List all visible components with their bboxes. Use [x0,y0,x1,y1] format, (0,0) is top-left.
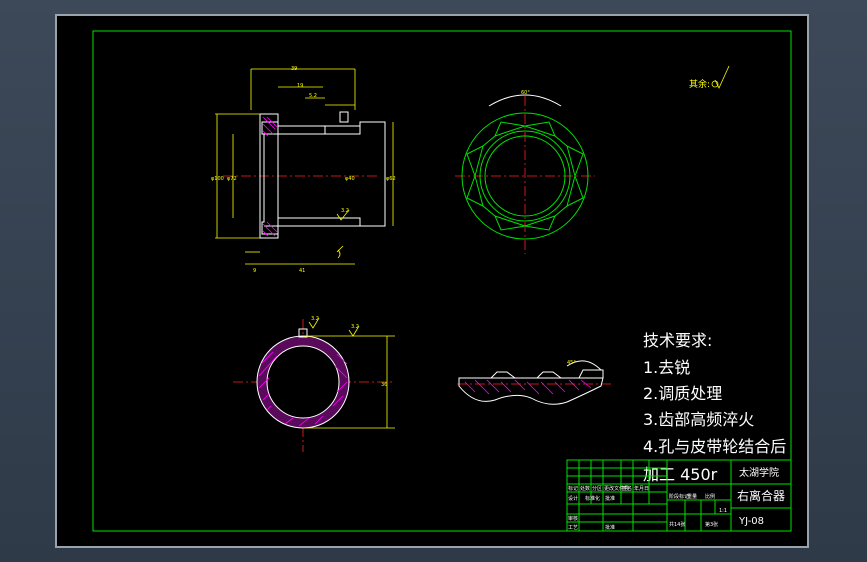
svg-text:批准: 批准 [605,495,615,502]
svg-text:9: 9 [253,268,256,274]
title-block: 标记 处数 分区 更改文件号 签名 年月日 设计 标准化 审核 工艺 批准 批准… [566,459,792,532]
svg-text:36: 36 [381,382,387,388]
svg-text:39: 39 [291,66,297,72]
svg-text:3.2: 3.2 [341,208,349,214]
svg-text:φ40: φ40 [345,176,355,182]
cad-drawing-area[interactable]: 39 19 5.2 φ100 φ72 φ62 φ40 41 9 3.2 [55,14,809,548]
svg-text:41: 41 [299,268,305,274]
drawing-number: YJ-08 [738,516,764,527]
drawing-frame [92,30,792,532]
svg-text:3.2: 3.2 [351,324,359,330]
svg-text:审核: 审核 [568,515,578,522]
school-name: 太湖学院 [739,466,779,479]
keyway [339,111,349,123]
tech-req-item: 1.去锐 [643,358,690,377]
tech-req-item: 2.调质处理 [643,384,722,403]
svg-text:设计: 设计 [568,495,578,502]
tech-req-note: 加工 450r [643,465,718,484]
svg-text:45°: 45° [567,360,576,366]
svg-text:标记: 标记 [568,485,578,492]
svg-text:19: 19 [297,83,303,89]
svg-text:标准化: 标准化 [585,495,600,502]
ring-view: 36 3.2 3.2 [233,316,395,452]
tech-requirements: 技术要求: 1.去锐 2.调质处理 3.齿部高频淬火 4.孔与皮带轮结合后 加工… [643,331,786,484]
svg-text:阶段标记: 阶段标记 [669,493,689,500]
tooth-profile: 45° [457,360,611,405]
svg-text:批准: 批准 [605,524,615,531]
drawing-svg: 39 19 5.2 φ100 φ72 φ62 φ40 41 9 3.2 [92,30,792,532]
svg-text:5.2: 5.2 [309,93,317,99]
section-view: 39 19 5.2 φ100 φ72 φ62 φ40 41 9 3.2 [211,66,396,274]
svg-text:60°: 60° [521,90,530,96]
svg-text:共14张: 共14张 [669,521,685,528]
svg-text:处数: 处数 [580,485,590,492]
svg-text:第3张: 第3张 [705,521,718,528]
svg-text:1:1: 1:1 [719,508,727,514]
svg-text:更改文件号: 更改文件号 [604,485,629,492]
svg-text:重量: 重量 [687,493,697,500]
tech-req-item: 4.孔与皮带轮结合后 [643,437,786,456]
tech-req-item: 3.齿部高频淬火 [643,410,754,429]
section-hatch-top [262,116,278,137]
surface-note: 其余: [689,78,710,90]
section-hatch-bottom [262,221,278,237]
end-view-teeth: 60° [455,90,595,254]
svg-text:比例: 比例 [705,493,715,500]
tech-req-title: 技术要求: [643,331,712,350]
svg-text:分区: 分区 [592,485,602,492]
svg-text:φ100: φ100 [211,176,224,182]
part-name: 右离合器 [737,488,785,503]
svg-text:3.2: 3.2 [311,316,319,322]
svg-text:φ62: φ62 [386,176,396,182]
svg-text:工艺: 工艺 [568,525,578,531]
svg-text:年月日: 年月日 [634,485,649,492]
svg-text:签名: 签名 [622,485,632,492]
svg-text:φ72: φ72 [227,176,237,182]
